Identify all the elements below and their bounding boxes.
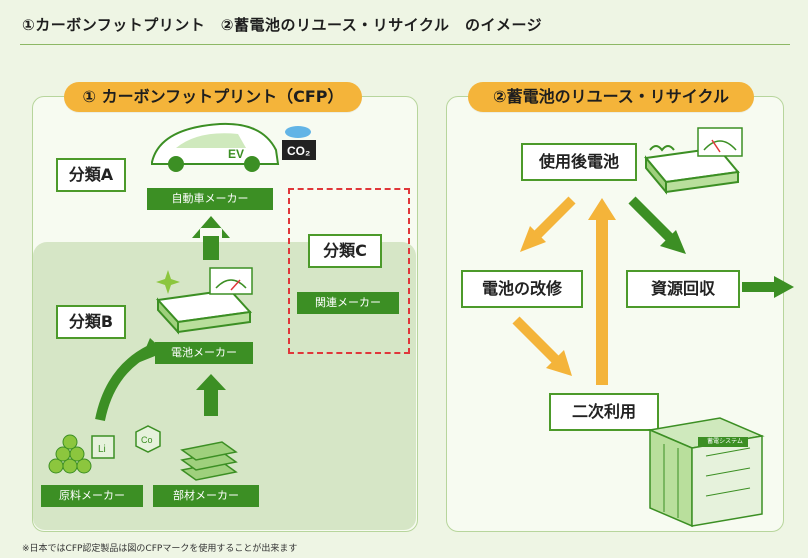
reuse-header: ②蓄電池のリユース・リサイクル [468,82,754,112]
class-c-dashed-region [288,188,410,354]
gauge-icon [697,127,743,157]
arrow-used-to-recovery [628,196,674,242]
class-c-box: 分類C [308,234,382,268]
class-b-box: 分類B [56,305,126,339]
co2-icon: CO₂ [282,126,316,160]
page-title: ①カーボンフットプリント ②蓄電池のリユース・リサイクル のイメージ [22,16,543,34]
used-battery-box: 使用後電池 [521,143,637,181]
parts-maker-tag: 部材メーカー [153,485,259,507]
stacked-parts-icon [180,441,238,481]
arrow-head-icon [140,338,165,362]
arrow-head-icon [520,226,546,252]
arrow-head-icon [588,198,616,220]
arrow-up-icon [196,374,226,416]
secondary-use-box: 二次利用 [549,393,659,431]
battery-maker-tag: 電池メーカー [155,342,253,364]
sparkle-icon [156,270,180,294]
element-cube-icon: Li [91,435,115,459]
arrow-up-icon [192,216,230,260]
arrow-used-to-repair [530,196,576,242]
title-divider [20,44,790,45]
arrow-head-icon [660,230,686,254]
svg-text:EV: EV [228,147,244,161]
storage-system-icon [647,417,765,528]
arrow-head-icon [546,350,572,376]
svg-text:Li: Li [98,444,106,455]
cfp-header: ① カーボンフットプリント（CFP） [64,82,362,112]
raw-material-icon [48,434,92,474]
footnote: ※日本ではCFP認定製品は図のCFPマークを使用することが出来ます [22,544,298,554]
arrow-repair-to-secondary [512,316,560,364]
related-maker-tag: 関連メーカー [297,292,399,314]
automaker-tag: 自動車メーカー [147,188,273,210]
raw-material-maker-tag: 原料メーカー [41,485,143,507]
curved-arrow-icon [95,345,153,422]
battery-pack-icon [155,288,253,335]
arrow-head-icon [774,276,794,298]
storage-system-label: 蓄電システム [707,438,743,445]
gauge-icon [209,267,253,295]
svg-text:CO₂: CO₂ [287,144,310,158]
resource-recovery-box: 資源回収 [626,270,740,308]
class-a-box: 分類A [56,158,126,192]
element-hexagon-icon: Co [135,425,161,453]
battery-repair-box: 電池の改修 [461,270,583,308]
svg-text:Co: Co [141,435,153,445]
ev-car-icon: EV [151,122,280,172]
